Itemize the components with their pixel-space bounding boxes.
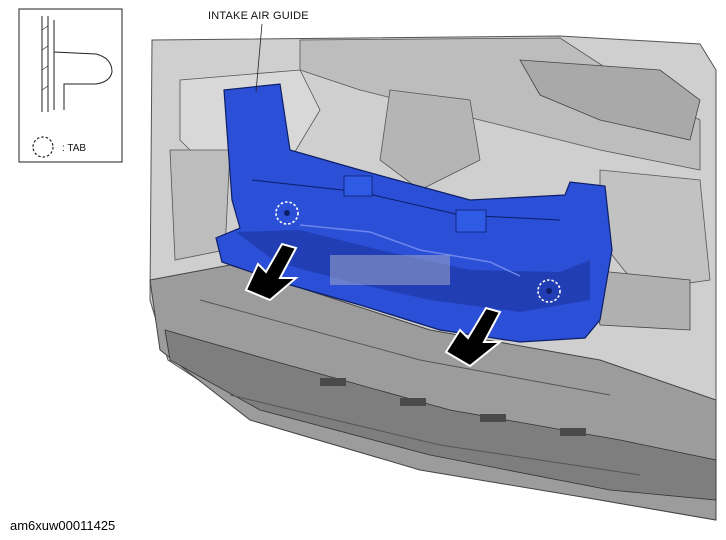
intake-air-guide <box>215 83 613 343</box>
engine-bay <box>149 35 717 521</box>
removal-arrow-left-icon <box>244 242 299 302</box>
tab-marker-right <box>537 279 561 303</box>
figure-id: am6xuw00011425 <box>10 518 116 533</box>
removal-arrow-right-icon <box>444 306 503 368</box>
tab-legend-inset <box>18 8 123 163</box>
part-leader-line <box>255 23 263 93</box>
tab-legend-label: : TAB <box>62 143 87 154</box>
tab-legend-icon <box>32 136 54 158</box>
intake-air-guide-label: INTAKE AIR GUIDE <box>208 10 309 22</box>
tab-marker-left <box>275 201 299 225</box>
